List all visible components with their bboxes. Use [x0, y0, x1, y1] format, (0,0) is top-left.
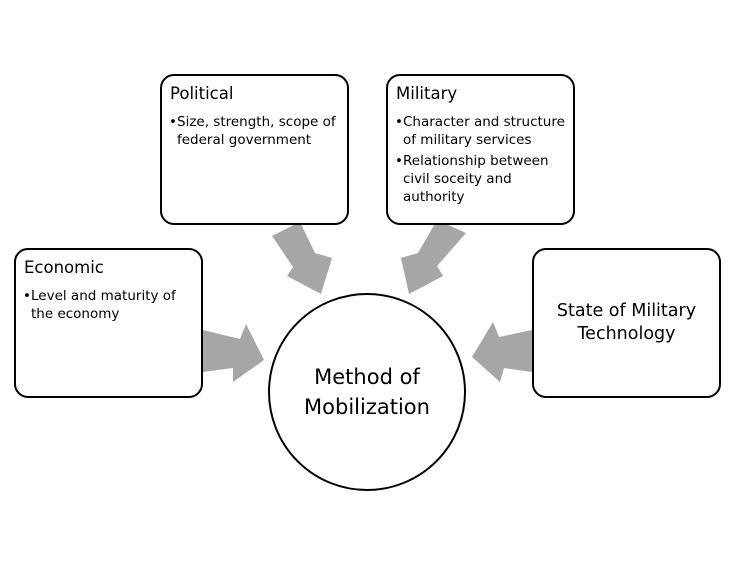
arrow-military-to-center [401, 220, 466, 294]
political-title: Political [170, 84, 234, 103]
center-line1: Method of [314, 365, 420, 389]
political-box: Political Size, strength, scope of feder… [160, 74, 349, 225]
technology-line2: Technology [577, 324, 676, 344]
military-bullets: Character and structure of military serv… [395, 113, 565, 206]
military-bullet: Character and structure of military serv… [395, 113, 565, 149]
economic-box: Economic Level and maturity of the econo… [14, 248, 203, 398]
technology-line1: State of Military [556, 301, 697, 321]
economic-title: Economic [24, 258, 104, 277]
arrow-economic-to-center [203, 324, 264, 382]
arrow-political-to-center [272, 222, 332, 294]
technology-label: State of Military Technology [557, 300, 696, 346]
military-bullet: Relationship between civil soceity and a… [395, 152, 565, 206]
economic-bullet: Level and maturity of the economy [23, 287, 193, 323]
center-label: Method of Mobilization [304, 362, 430, 422]
economic-bullets: Level and maturity of the economy [23, 287, 193, 323]
technology-box: State of Military Technology [532, 248, 721, 398]
arrow-technology-to-center [472, 322, 532, 382]
center-circle: Method of Mobilization [268, 293, 466, 491]
center-line2: Mobilization [304, 395, 430, 419]
military-box: Military Character and structure of mili… [386, 74, 575, 225]
military-title: Military [396, 84, 458, 103]
political-bullet: Size, strength, scope of federal governm… [169, 113, 339, 149]
political-bullets: Size, strength, scope of federal governm… [169, 113, 339, 149]
